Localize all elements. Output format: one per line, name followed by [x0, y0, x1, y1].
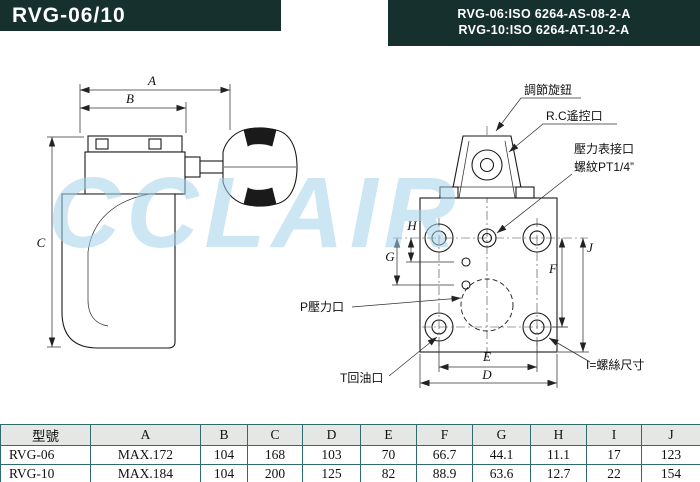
cell-f: 88.9 [416, 464, 473, 482]
dim-label-d: D [481, 367, 492, 382]
front-view [393, 126, 588, 362]
cell-f: 66.7 [416, 445, 473, 465]
dim-label-j: J [587, 240, 594, 255]
cell-e: 82 [360, 464, 417, 482]
cell-g: 44.1 [472, 445, 531, 465]
cell-c: 168 [247, 445, 303, 465]
annotation-t-port: T回油口 [340, 371, 383, 385]
col-header-b: B [200, 424, 248, 446]
cell-a: MAX.184 [90, 464, 201, 482]
spec-line-2: RVG-10:ISO 6264-AT-10-2-A [458, 23, 630, 37]
cell-c: 200 [247, 464, 303, 482]
annotations: 調節旋鈕 R.C遙控口 壓力表接口 螺紋PT1/4” P壓力口 T回油口 I=螺… [300, 82, 644, 385]
cell-b: 104 [200, 464, 248, 482]
col-header-h: H [530, 424, 587, 446]
col-header-c: C [247, 424, 303, 446]
spec-block: RVG-06:ISO 6264-AS-08-2-A RVG-10:ISO 626… [388, 0, 700, 46]
col-header-d: D [302, 424, 361, 446]
cell-d: 125 [302, 464, 361, 482]
annotation-gauge-port-line1: 壓力表接口 [574, 141, 634, 156]
annotation-knob: 調節旋鈕 [524, 82, 572, 97]
annotation-remote-port: R.C遙控口 [546, 109, 603, 123]
cell-h: 12.7 [530, 464, 587, 482]
cell-b: 104 [200, 445, 248, 465]
table-row-rvg10: RVG-10 MAX.184 104 200 125 82 88.9 63.6 … [0, 464, 700, 482]
cell-i: 17 [586, 445, 642, 465]
cell-a: MAX.172 [90, 445, 201, 465]
col-header-f: F [416, 424, 473, 446]
cell-j: 123 [641, 445, 700, 465]
dim-label-c: C [37, 235, 46, 250]
table-header-row: 型號 A B C D E F G H I J [0, 424, 700, 446]
col-header-i: I [586, 424, 642, 446]
dim-label-h: H [406, 218, 417, 233]
spec-line-1: RVG-06:ISO 6264-AS-08-2-A [457, 7, 631, 21]
cell-j: 154 [641, 464, 700, 482]
cell-e: 70 [360, 445, 417, 465]
col-header-a: A [90, 424, 201, 446]
dim-label-a: A [147, 73, 156, 88]
dimensions-table: 型號 A B C D E F G H I J RVG-06 MAX.172 10… [0, 424, 700, 482]
side-view [61, 127, 298, 349]
cell-i: 22 [586, 464, 642, 482]
page-title: RVG-06/10 [0, 0, 281, 31]
table-row-rvg06: RVG-06 MAX.172 104 168 103 70 66.7 44.1 … [0, 445, 700, 465]
col-header-j: J [641, 424, 700, 446]
dim-label-e: E [482, 349, 491, 364]
col-header-g: G [472, 424, 531, 446]
front-view-dimensions: H G F J E D [385, 218, 594, 388]
annotation-screw-size: I=螺絲尺寸 [586, 357, 644, 372]
dim-label-g: G [385, 249, 395, 264]
cell-g: 63.6 [472, 464, 531, 482]
dim-label-f: F [548, 261, 558, 276]
cell-d: 103 [302, 445, 361, 465]
dim-label-b: B [126, 91, 134, 106]
cell-h: 11.1 [530, 445, 587, 465]
col-header-e: E [360, 424, 417, 446]
cell-model: RVG-10 [0, 464, 91, 482]
col-header-model: 型號 [0, 424, 91, 446]
annotation-gauge-port-line2: 螺紋PT1/4” [574, 160, 634, 174]
side-view-dimensions: A B C [37, 73, 231, 348]
annotation-p-port: P壓力口 [300, 300, 344, 314]
cell-model: RVG-06 [0, 445, 91, 465]
